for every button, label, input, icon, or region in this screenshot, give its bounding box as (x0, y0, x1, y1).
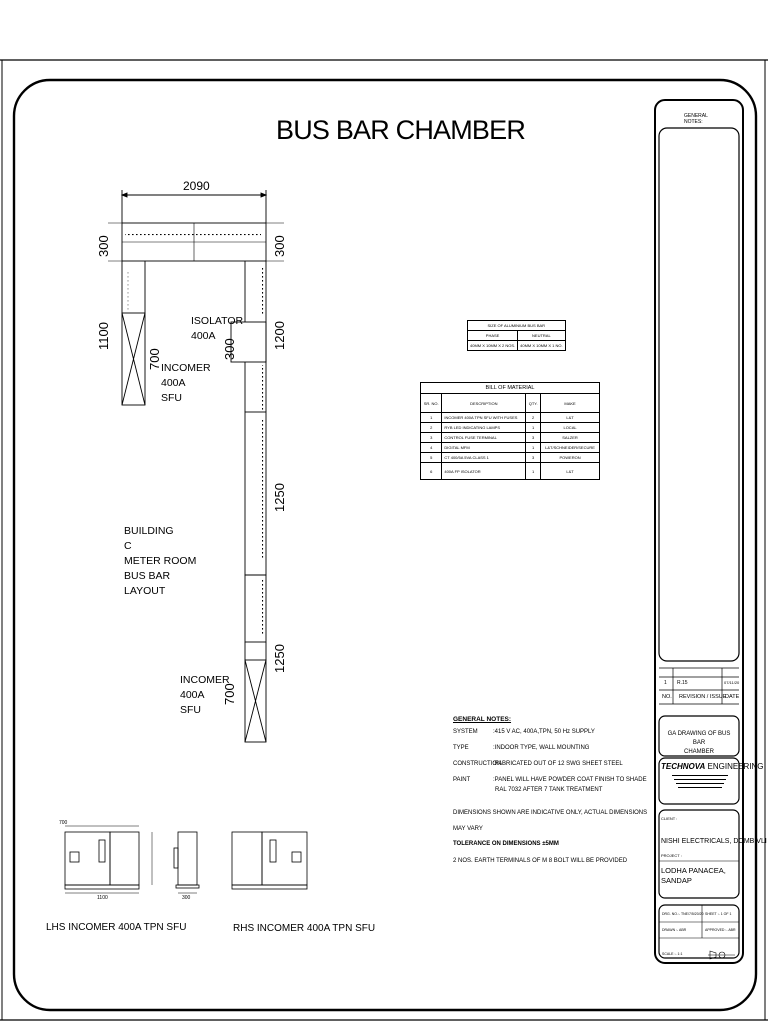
panel-views (64, 825, 308, 894)
title-block-frame (654, 99, 744, 964)
tb-rev-desc: R.15 (677, 680, 688, 686)
side-bottom-dim: 300 (182, 895, 191, 901)
inner-border (12, 78, 758, 1012)
tb-rev-header-desc: REVISION / ISSUE (679, 694, 727, 700)
tb-sheet: SHEET :- 1 OF 1 (705, 912, 732, 916)
dim-right-mid: 1250 (272, 483, 287, 512)
dim-right-lower: 1250 (272, 644, 287, 673)
tb-rev-header-no: NO. (662, 694, 672, 700)
dim-left-top: 300 (96, 235, 111, 257)
tb-drawn: DRAWN :- ABR (662, 928, 687, 932)
busbar-layout (108, 190, 284, 743)
tb-rev-header-date: DATE (725, 694, 740, 700)
lhs-caption: LHS INCOMER 400A TPN SFU (46, 922, 187, 933)
dim-left-incomer: 700 (147, 348, 162, 370)
tb-scale: SCALE :- 1:1 (662, 952, 683, 956)
tb-company: TECHNOVA ENGINEERING (661, 762, 764, 771)
dim-left-vertical: 1100 (96, 322, 111, 350)
tb-rev-date: 07/11/20 (724, 680, 740, 685)
tb-rev-no: 1 (664, 680, 667, 686)
tb-project-label: PROJECT : (661, 853, 682, 858)
dim-top-width: 2090 (183, 179, 210, 193)
dim-right-top: 300 (272, 235, 287, 257)
lhs-bottom-dim: 1100 (97, 895, 108, 901)
page-title: BUS BAR CHAMBER (276, 115, 526, 145)
notes-heading: GENERAL NOTES: (453, 716, 512, 723)
rhs-caption: RHS INCOMER 400A TPN SFU (233, 923, 376, 934)
tb-company-address (668, 773, 732, 799)
busbar-dots (125, 234, 261, 236)
tb-approved: APPROVED :- ABR (705, 928, 736, 932)
tb-project: LODHA PANACEA,SANDAP (661, 866, 726, 885)
tb-dwg-no: DRG. NO.:- TNE/7/5/20/20 (662, 912, 704, 916)
lhs-width-dim: 700 (59, 820, 68, 826)
tb-client-label: CLIENT : (661, 816, 678, 821)
dim-right-upper: 1200 (272, 321, 287, 350)
tb-client: NISHI ELECTRICALS, DOMBIVLI (661, 838, 767, 845)
